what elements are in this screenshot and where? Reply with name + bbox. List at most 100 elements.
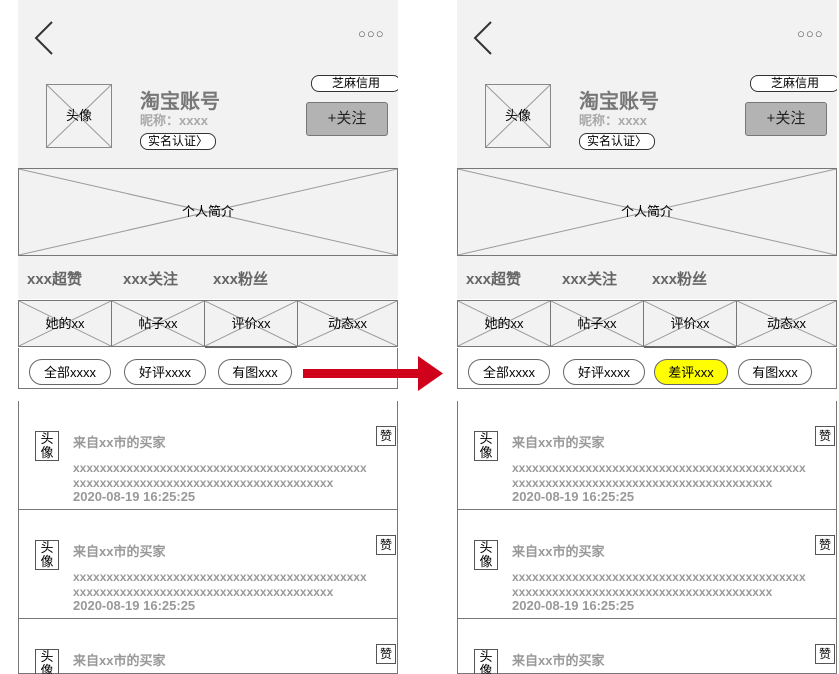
reviewer-name: 来自xx市的买家 [73,653,166,668]
reviewer-avatar: 头像 [35,540,59,570]
chevron-left-icon[interactable] [32,18,58,58]
tab-label: 她的xx [484,316,524,331]
account-title: 淘宝账号 [140,91,220,113]
intro-placeholder: 个人简介 [457,168,837,256]
verify-badge[interactable]: 实名认证〉 [140,133,216,150]
stat-fans[interactable]: xxx粉丝 [652,271,708,288]
stat-fans[interactable]: xxx粉丝 [213,271,269,288]
tab-activity[interactable]: 动态xx [736,300,837,347]
reviewer-name: 来自xx市的买家 [512,544,605,559]
tab-label: 动态xx [766,316,806,331]
placeholder-cross-icon [205,301,297,346]
placeholder-cross-icon [19,301,111,346]
filter-negative[interactable]: 差评xxx [654,359,728,385]
filter-all[interactable]: 全部xxxx [468,359,550,385]
placeholder-cross-icon [298,301,397,346]
review-time: 2020-08-19 16:25:25 [512,598,635,613]
verify-badge[interactable]: 实名认证〉 [579,133,655,150]
tab-label: 评价xx [670,316,710,331]
tab-bar: 她的xx 帖子xx 评价xx 动态xx [18,300,398,349]
stat-following[interactable]: xxx关注 [562,271,618,288]
chevron-left-icon[interactable] [471,18,497,58]
tab-hers[interactable]: 她的xx [18,300,112,347]
placeholder-cross-icon [47,85,111,147]
reviewer-name: 来自xx市的买家 [512,653,605,668]
review-time: 2020-08-19 16:25:25 [73,598,196,613]
credit-badge[interactable]: 芝麻信用 [750,75,837,92]
review-time: 2020-08-19 16:25:25 [73,489,196,504]
nickname: 昵称：xxxx [140,113,208,128]
review-text: xxxxxxxxxxxxxxxxxxxxxxxxxxxxxxxxxxxxxxxx… [512,570,806,599]
review-item[interactable]: 头像 来自xx市的买家 赞 [457,619,837,674]
intro-label: 个人简介 [620,204,673,219]
stat-likes[interactable]: xxx超赞 [27,271,83,288]
placeholder-cross-icon [644,301,736,346]
tab-reviews[interactable]: 评价xx [204,300,298,349]
placeholder-cross-icon [112,301,204,346]
review-text: xxxxxxxxxxxxxxxxxxxxxxxxxxxxxxxxxxxxxxxx… [73,570,367,599]
tab-label: 帖子xx [138,316,178,331]
filter-with-images[interactable]: 有图xxx [218,359,292,385]
reviewer-name: 来自xx市的买家 [512,435,605,450]
filter-bar: 全部xxxx 好评xxxx 差评xxx 有图xxx [457,348,837,389]
filter-with-images[interactable]: 有图xxx [738,359,812,385]
reviewer-name: 来自xx市的买家 [73,544,166,559]
reviewer-avatar: 头像 [35,649,59,674]
avatar-label: 头像 [504,108,531,123]
filter-positive[interactable]: 好评xxxx [563,359,645,385]
stat-likes[interactable]: xxx超赞 [466,271,522,288]
like-icon[interactable]: 赞 [815,644,835,664]
reviewer-avatar: 头像 [474,431,498,461]
wireframe-after: ○○○ 头像 淘宝账号 昵称：xxxx 实名认证〉 芝麻信用 +关注 个人简介 … [457,0,837,674]
wireframe-before: ○○○ 头像 淘宝账号 昵称：xxxx 实名认证〉 芝麻信用 +关注 个人简介 … [18,0,398,674]
stat-following[interactable]: xxx关注 [123,271,179,288]
ellipsis-icon[interactable]: ○○○ [797,26,824,41]
like-icon[interactable]: 赞 [815,535,835,555]
account-title: 淘宝账号 [579,91,659,113]
like-icon[interactable]: 赞 [815,426,835,446]
follow-button[interactable]: +关注 [745,102,827,136]
placeholder-cross-icon [486,85,550,147]
active-tab-indicator [205,346,297,349]
review-text: xxxxxxxxxxxxxxxxxxxxxxxxxxxxxxxxxxxxxxxx… [512,461,806,490]
filter-all[interactable]: 全部xxxx [29,359,111,385]
tab-posts[interactable]: 帖子xx [550,300,644,347]
ellipsis-icon[interactable]: ○○○ [358,26,385,41]
filter-bar: 全部xxxx 好评xxxx 有图xxx [18,348,398,389]
tab-bar: 她的xx 帖子xx 评价xx 动态xx [457,300,837,349]
tab-label: 她的xx [45,316,85,331]
avatar-placeholder: 头像 [46,84,112,148]
placeholder-cross-icon [458,301,550,346]
review-item[interactable]: 头像 来自xx市的买家 xxxxxxxxxxxxxxxxxxxxxxxxxxxx… [457,510,837,619]
tab-label: 动态xx [327,316,367,331]
review-item[interactable]: 头像 来自xx市的买家 xxxxxxxxxxxxxxxxxxxxxxxxxxxx… [18,401,398,510]
follow-button[interactable]: +关注 [306,102,388,136]
placeholder-cross-icon [458,169,836,255]
review-item[interactable]: 头像 来自xx市的买家 xxxxxxxxxxxxxxxxxxxxxxxxxxxx… [457,401,837,510]
arrow-right-icon [303,356,443,391]
review-item[interactable]: 头像 来自xx市的买家 xxxxxxxxxxxxxxxxxxxxxxxxxxxx… [18,510,398,619]
intro-placeholder: 个人简介 [18,168,398,256]
tab-reviews[interactable]: 评价xx [643,300,737,349]
review-text: xxxxxxxxxxxxxxxxxxxxxxxxxxxxxxxxxxxxxxxx… [73,461,367,490]
reviewer-avatar: 头像 [474,649,498,674]
placeholder-cross-icon [551,301,643,346]
tab-activity[interactable]: 动态xx [297,300,398,347]
review-time: 2020-08-19 16:25:25 [512,489,635,504]
reviewer-name: 来自xx市的买家 [73,435,166,450]
filter-positive[interactable]: 好评xxxx [124,359,206,385]
credit-badge[interactable]: 芝麻信用 [311,75,398,92]
tab-posts[interactable]: 帖子xx [111,300,205,347]
tab-hers[interactable]: 她的xx [457,300,551,347]
avatar-label: 头像 [65,108,92,123]
like-icon[interactable]: 赞 [376,535,396,555]
placeholder-cross-icon [737,301,836,346]
intro-label: 个人简介 [181,204,234,219]
like-icon[interactable]: 赞 [376,644,396,664]
reviewer-avatar: 头像 [35,431,59,461]
review-item[interactable]: 头像 来自xx市的买家 赞 [18,619,398,674]
active-tab-indicator [644,346,736,349]
tab-label: 评价xx [231,316,271,331]
reviewer-avatar: 头像 [474,540,498,570]
like-icon[interactable]: 赞 [376,426,396,446]
